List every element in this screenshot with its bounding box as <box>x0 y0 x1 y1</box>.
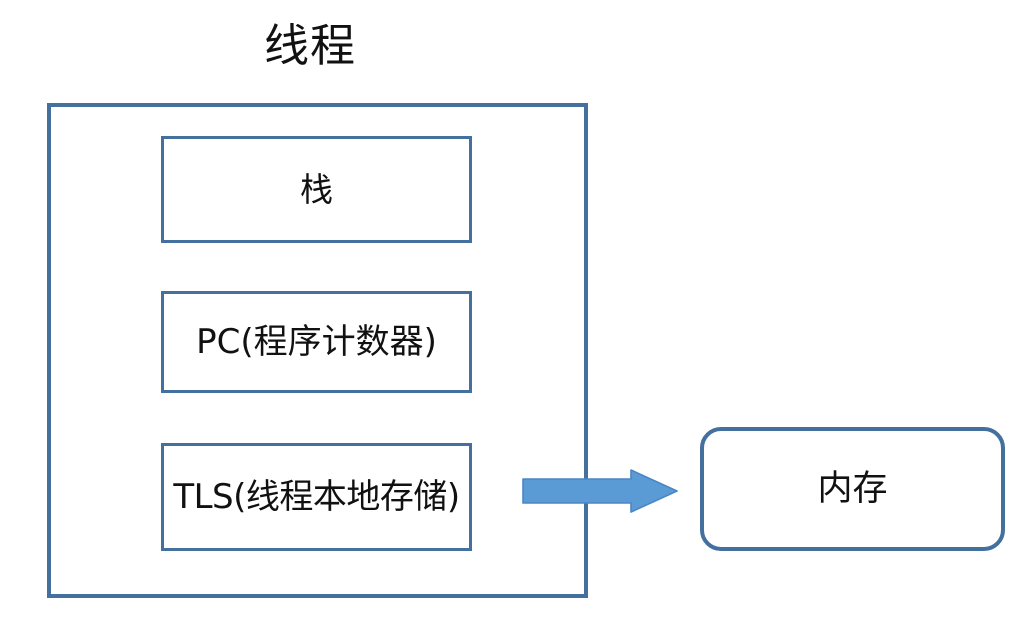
component-box-pc: PC(程序计数器) <box>161 291 472 393</box>
component-box-tls: TLS(线程本地存储) <box>161 443 472 551</box>
component-label-tls: TLS(线程本地存储) <box>173 477 460 517</box>
page-title: 线程 <box>263 19 356 72</box>
right-block-arrow-icon <box>521 468 679 514</box>
memory-box: 内存 <box>700 427 1005 551</box>
component-box-stack: 栈 <box>161 136 472 243</box>
component-label-pc: PC(程序计数器) <box>196 322 437 362</box>
component-label-stack: 栈 <box>300 170 333 209</box>
thread-container-box <box>47 103 588 598</box>
memory-label: 内存 <box>817 468 888 509</box>
